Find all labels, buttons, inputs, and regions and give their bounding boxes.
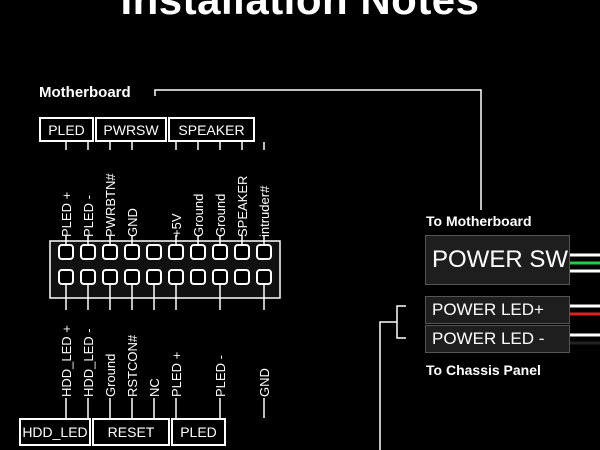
to-chassis-panel-label: To Chassis Panel: [426, 362, 541, 378]
group-speaker-top: SPEAKER: [168, 117, 255, 142]
pin: [102, 269, 118, 285]
pin: [102, 244, 118, 260]
pin: [212, 244, 228, 260]
group-pwrsw-top: PWRSW: [95, 117, 167, 142]
group-reset-bottom: RESET: [92, 418, 170, 446]
power-led-minus-label: POWER LED -: [432, 329, 545, 348]
pin: [168, 269, 184, 285]
motherboard-label: Motherboard: [39, 84, 131, 101]
pin: [146, 244, 162, 260]
chassis-link-line: [396, 305, 406, 339]
power-led-plus-label: POWER LED+: [432, 300, 544, 319]
pin: [212, 269, 228, 285]
pin: [256, 244, 272, 260]
group-label: SPEAKER: [178, 121, 245, 138]
power-sw-connector: POWER SW: [425, 235, 570, 285]
pin: [58, 269, 74, 285]
group-hddled-bottom: HDD_LED: [19, 418, 91, 446]
pin: [234, 269, 250, 285]
page-title: Installation Notes: [0, 0, 600, 24]
group-label: PLED: [48, 121, 85, 138]
group-label: RESET: [107, 424, 155, 440]
pin: [256, 269, 272, 285]
power-led-plus-connector: POWER LED+: [425, 296, 570, 324]
pin: [80, 269, 96, 285]
power-led-minus-connector: POWER LED -: [425, 325, 570, 353]
group-label: PWRSW: [103, 121, 159, 138]
power-sw-label: POWER SW: [432, 246, 568, 273]
pin: [234, 244, 250, 260]
group-pled-bottom: PLED: [171, 418, 226, 446]
pin: [124, 269, 140, 285]
pin: [146, 269, 162, 285]
group-label: PLED: [180, 424, 217, 440]
pin: [168, 244, 184, 260]
group-label: HDD_LED: [22, 424, 88, 440]
pin: [190, 244, 206, 260]
group-pled-top: PLED: [39, 117, 94, 142]
to-motherboard-label: To Motherboard: [426, 213, 532, 229]
pin: [58, 244, 74, 260]
mb-link-line: [154, 89, 482, 210]
pin: [80, 244, 96, 260]
pin: [124, 244, 140, 260]
pin: [190, 269, 206, 285]
